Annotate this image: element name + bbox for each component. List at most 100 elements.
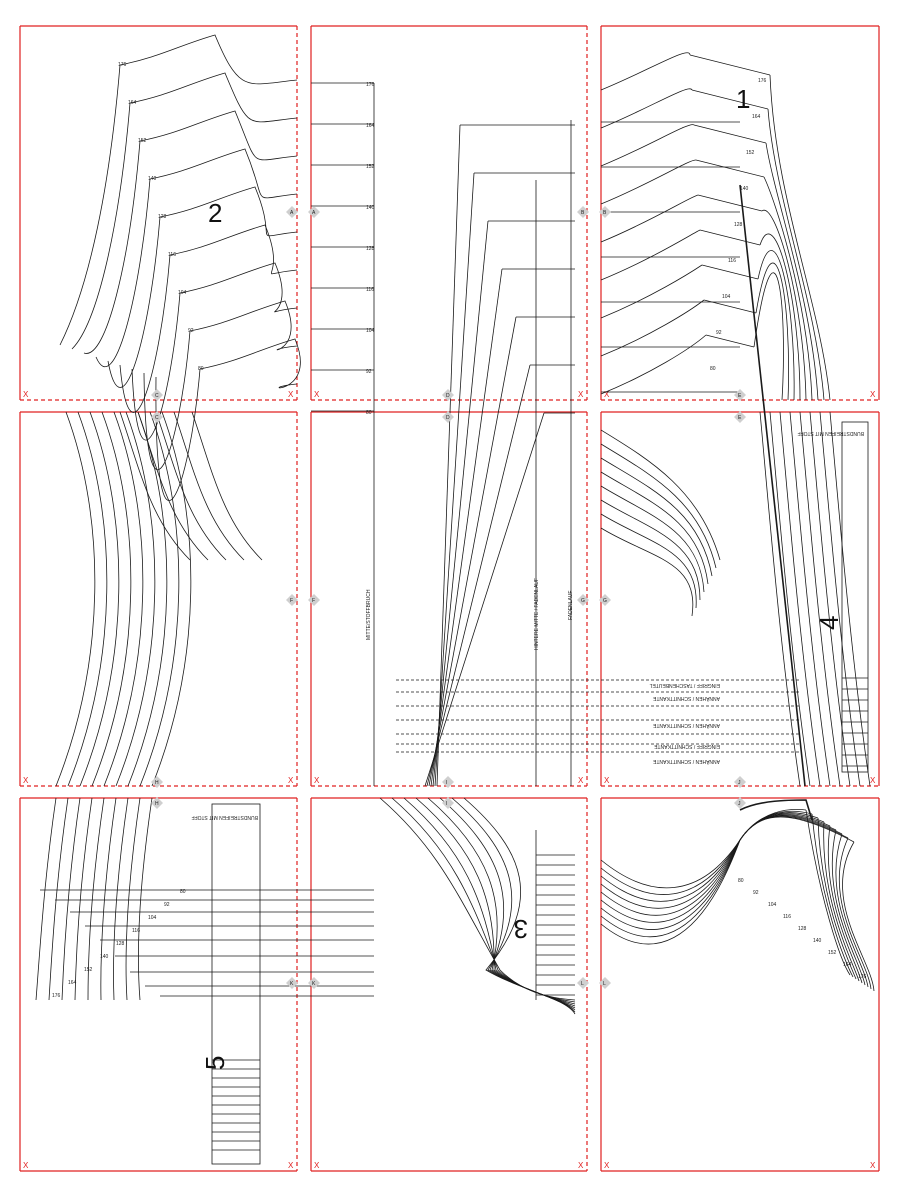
p1-shoulder <box>699 229 761 246</box>
p1-shoulder <box>693 124 767 144</box>
crotch-curve <box>463 797 576 1015</box>
center-grain <box>428 316 517 787</box>
marker-c: C <box>151 411 163 423</box>
neckline-curve <box>149 148 298 199</box>
neckline-curve <box>169 224 298 275</box>
size-label-fold: 128 <box>366 246 375 252</box>
armhole-arc <box>191 411 263 561</box>
side-seam <box>107 216 161 388</box>
p1-side <box>767 108 825 401</box>
p1-crotch <box>600 809 807 889</box>
side-seam-mid <box>55 411 96 787</box>
marker-diamond <box>286 977 298 989</box>
marker-diamond <box>308 594 320 606</box>
p1-inseam <box>835 833 869 988</box>
center-grain <box>432 220 489 787</box>
size-label-hem: 140 <box>100 954 109 960</box>
pocket-label-5: ANNÄHEN / SCHNITTKANTE <box>652 758 720 765</box>
corner-cross: X <box>314 776 320 785</box>
armhole-arc <box>119 411 191 561</box>
p1-neck <box>600 229 701 281</box>
corner-cross: X <box>870 1161 876 1170</box>
size-label-p2: 92 <box>188 328 194 334</box>
marker-letter: A <box>312 210 316 216</box>
marker-letter: E <box>738 415 742 421</box>
marker-letter: D <box>446 415 450 421</box>
neckline-curve <box>119 34 298 85</box>
marker-f: F <box>286 594 298 606</box>
p1-neck <box>600 88 693 129</box>
p1-side <box>755 262 789 401</box>
p1-side-mid <box>829 411 871 787</box>
size-label-p1: 92 <box>716 330 722 336</box>
side-seam-lower <box>35 797 57 1001</box>
marker-diamond <box>577 206 589 218</box>
p1-crotch <box>600 816 855 945</box>
marker-l: L <box>599 977 611 989</box>
p1-shoulder <box>689 54 771 76</box>
p1-inseam <box>823 821 860 982</box>
size-label-p2: 80 <box>198 366 204 372</box>
strip-heading-4: BUNDSTREIFEN MIT STOFF <box>798 430 864 436</box>
side-seam <box>83 140 141 354</box>
straight-grain-label: FADENLAUF <box>568 591 574 620</box>
piece-number-1: 1 <box>736 84 750 114</box>
side-seam-lower <box>113 797 129 1001</box>
marker-h: H <box>151 776 163 788</box>
marker-letter: I <box>446 801 447 807</box>
p1-inseam <box>811 813 854 978</box>
marker-diamond <box>734 776 746 788</box>
marker-diamond <box>599 594 611 606</box>
corner-cross: X <box>604 776 610 785</box>
corner-cross: X <box>314 1161 320 1170</box>
p1-side <box>759 233 801 401</box>
marker-diamond <box>599 206 611 218</box>
marker-l: L <box>577 977 589 989</box>
size-label-p2: 104 <box>178 290 187 296</box>
p1-side-mid <box>799 411 841 787</box>
marker-letter: D <box>446 393 450 399</box>
size-label-hem: 176 <box>52 993 61 999</box>
corner-cross: X <box>604 390 610 399</box>
side-seam-lower <box>74 797 93 1001</box>
side-seam-lower <box>125 797 141 1001</box>
p1-pocket-curve <box>600 457 713 577</box>
marker-letter: J <box>738 780 741 786</box>
p1-neck <box>600 52 691 91</box>
p1-bold-line <box>739 184 806 787</box>
corner-cross: X <box>288 776 294 785</box>
size-label-crotch: 92 <box>753 890 759 896</box>
size-label-p2: 152 <box>138 138 147 144</box>
annotation-texts: 2 1 3 4 5 MITTE/STOFFBRUCH HINTERE MITTE… <box>192 84 864 1070</box>
size-label-p2: 140 <box>148 176 157 182</box>
marker-a: A <box>308 206 320 218</box>
center-grain <box>436 124 461 787</box>
size-label-fold: 104 <box>366 328 375 334</box>
size-label-p1: 104 <box>722 294 731 300</box>
size-label-fold: 164 <box>366 123 375 129</box>
size-label-p1: 176 <box>758 78 767 84</box>
p1-side <box>769 74 831 401</box>
p1-neck <box>600 299 705 357</box>
p1-pocket-curve <box>600 429 721 561</box>
marker-diamond <box>442 411 454 423</box>
p1-inseam <box>831 829 866 986</box>
marker-h: H <box>151 797 163 809</box>
size-labels: 1761641521401281161049280176164152140128… <box>52 62 867 999</box>
marker-letter: B <box>603 210 607 216</box>
strip-5-outline <box>211 803 261 1165</box>
strip-heading-5: BUNDSTREIFEN MIT STOFF <box>192 814 258 820</box>
marker-diamond <box>734 389 746 401</box>
size-label-fold: 152 <box>366 164 375 170</box>
corner-cross: X <box>578 776 584 785</box>
corner-cross: X <box>314 390 320 399</box>
marker-letter: H <box>155 801 159 807</box>
p1-side <box>753 272 784 401</box>
side-seam-mid <box>91 411 132 787</box>
marker-j: J <box>734 776 746 788</box>
side-seam-mid <box>115 411 156 787</box>
size-label-p2: 128 <box>158 214 167 220</box>
p1-neck <box>600 124 695 167</box>
pattern-lines <box>35 34 875 1165</box>
